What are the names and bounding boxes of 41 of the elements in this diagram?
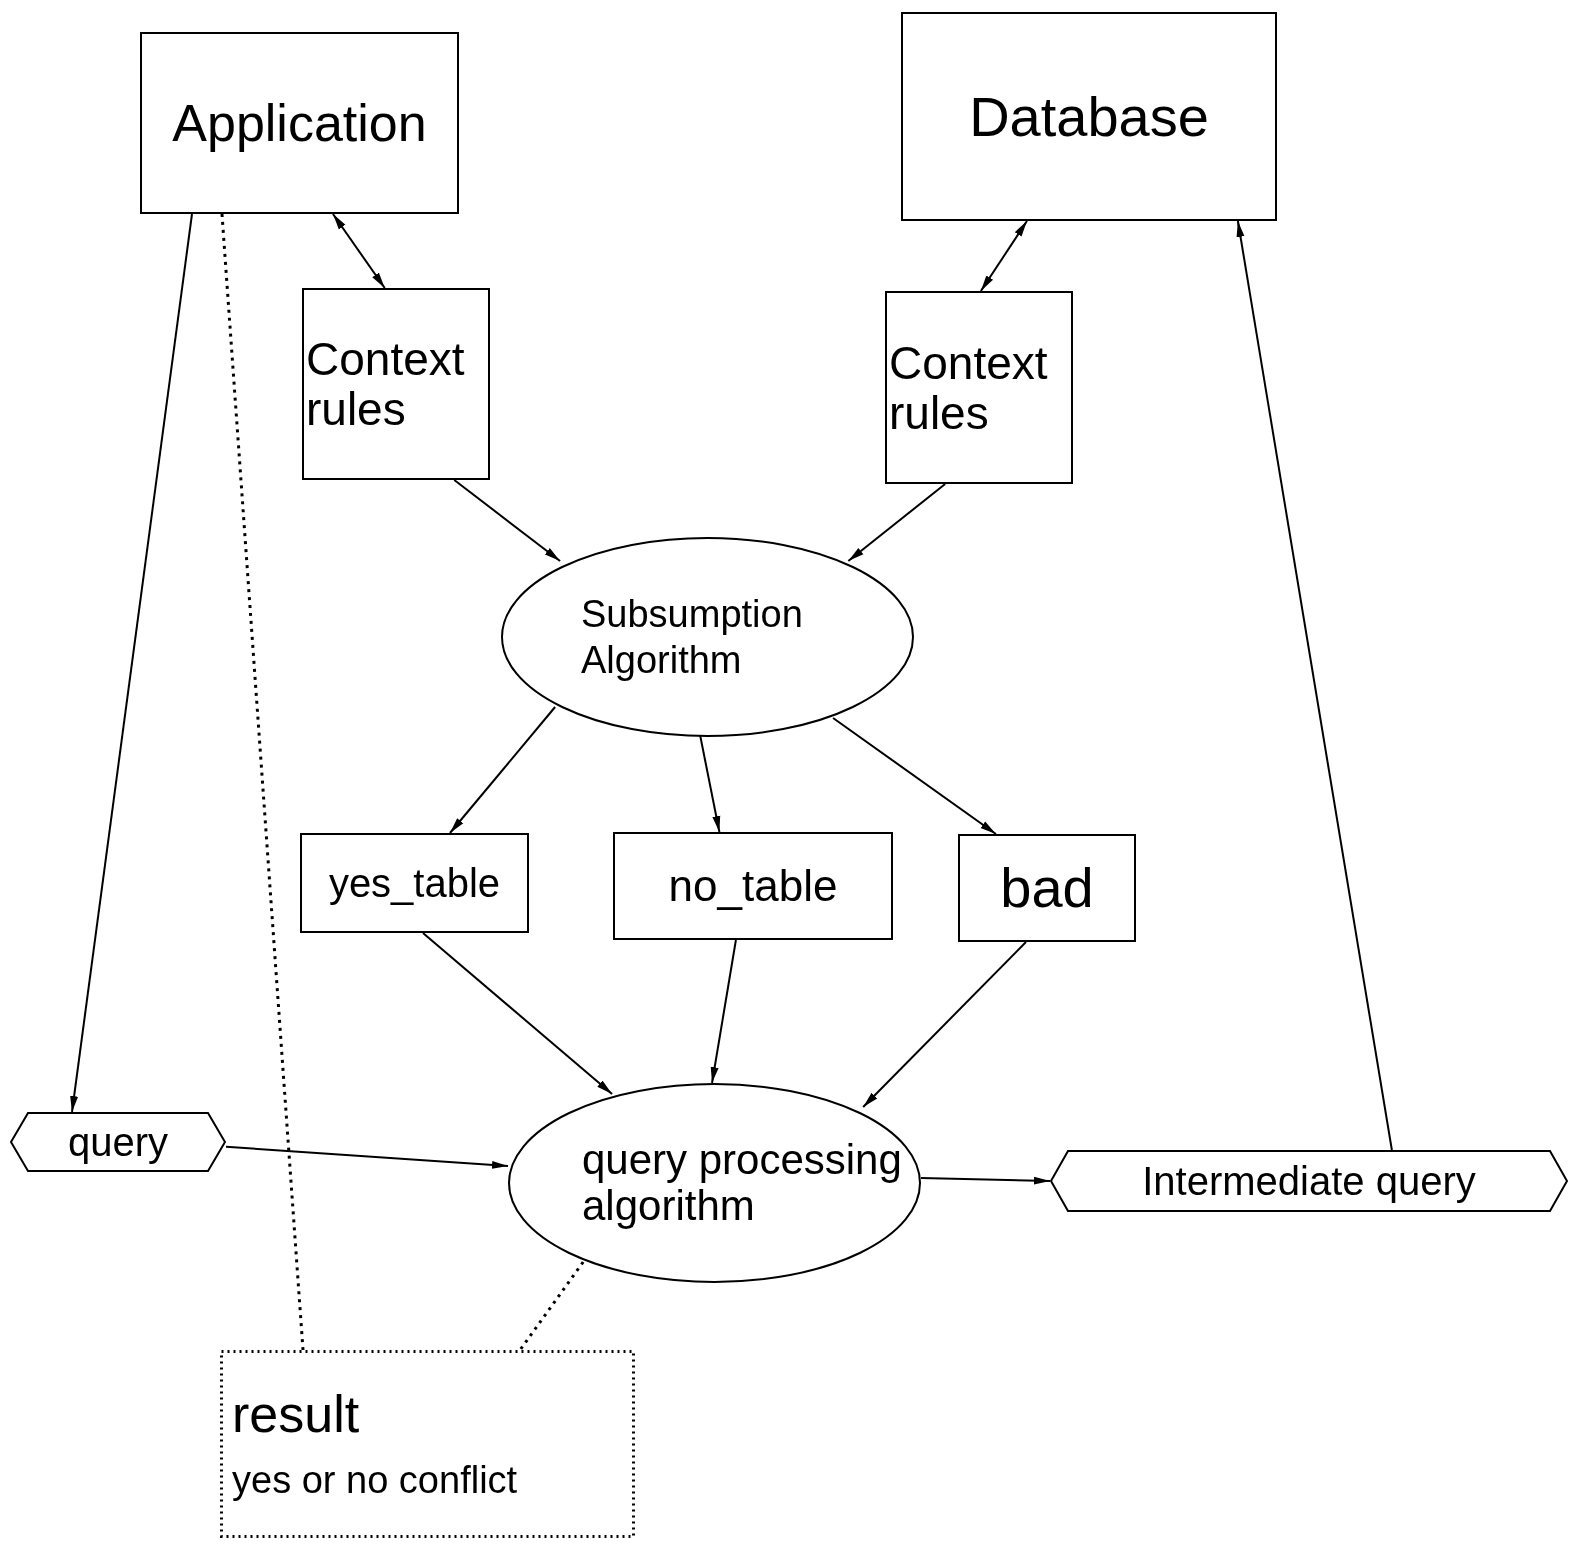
arrow — [862, 941, 1027, 1108]
node-label: result — [232, 1386, 360, 1442]
node-label: query — [67, 1119, 169, 1166]
arrow — [1236, 220, 1393, 1151]
arrow — [710, 939, 737, 1084]
node-label: Subsumption Algorithm — [581, 592, 804, 683]
arrow — [421, 932, 614, 1095]
arrow — [70, 213, 193, 1113]
process-box — [901, 12, 1277, 221]
arrow — [832, 717, 997, 835]
process-box — [885, 291, 1073, 484]
node-sublabel: yes or no conflict — [232, 1458, 518, 1502]
result-box — [220, 1350, 635, 1538]
node-label: yes_table — [328, 860, 501, 907]
arrow — [453, 479, 562, 562]
data-hexagon — [1050, 1150, 1568, 1212]
arrow — [920, 1176, 1051, 1185]
arrow — [225, 1145, 509, 1169]
node-label: Context rules — [889, 337, 1049, 438]
process-box — [958, 834, 1136, 942]
dotted-connector — [518, 1261, 585, 1351]
node-label: Database — [969, 83, 1209, 150]
process-box — [300, 833, 529, 933]
node-label: Context rules — [306, 334, 466, 434]
node-label: no_table — [668, 860, 838, 912]
process-box — [613, 832, 893, 940]
arrow — [449, 706, 557, 834]
process-box — [302, 288, 490, 480]
dotted-connector — [220, 213, 305, 1351]
process-box — [140, 32, 459, 214]
arrow — [332, 213, 386, 289]
data-hexagon — [10, 1112, 226, 1172]
arrow — [847, 483, 947, 562]
arrow — [699, 734, 721, 833]
node-label: query processing algorithm — [582, 1137, 903, 1229]
process-ellipse — [508, 1083, 921, 1283]
node-label: Application — [172, 93, 427, 154]
node-label: bad — [1000, 855, 1094, 921]
process-ellipse — [501, 537, 914, 737]
node-label: Intermediate query — [1142, 1158, 1476, 1205]
arrow — [979, 220, 1028, 292]
